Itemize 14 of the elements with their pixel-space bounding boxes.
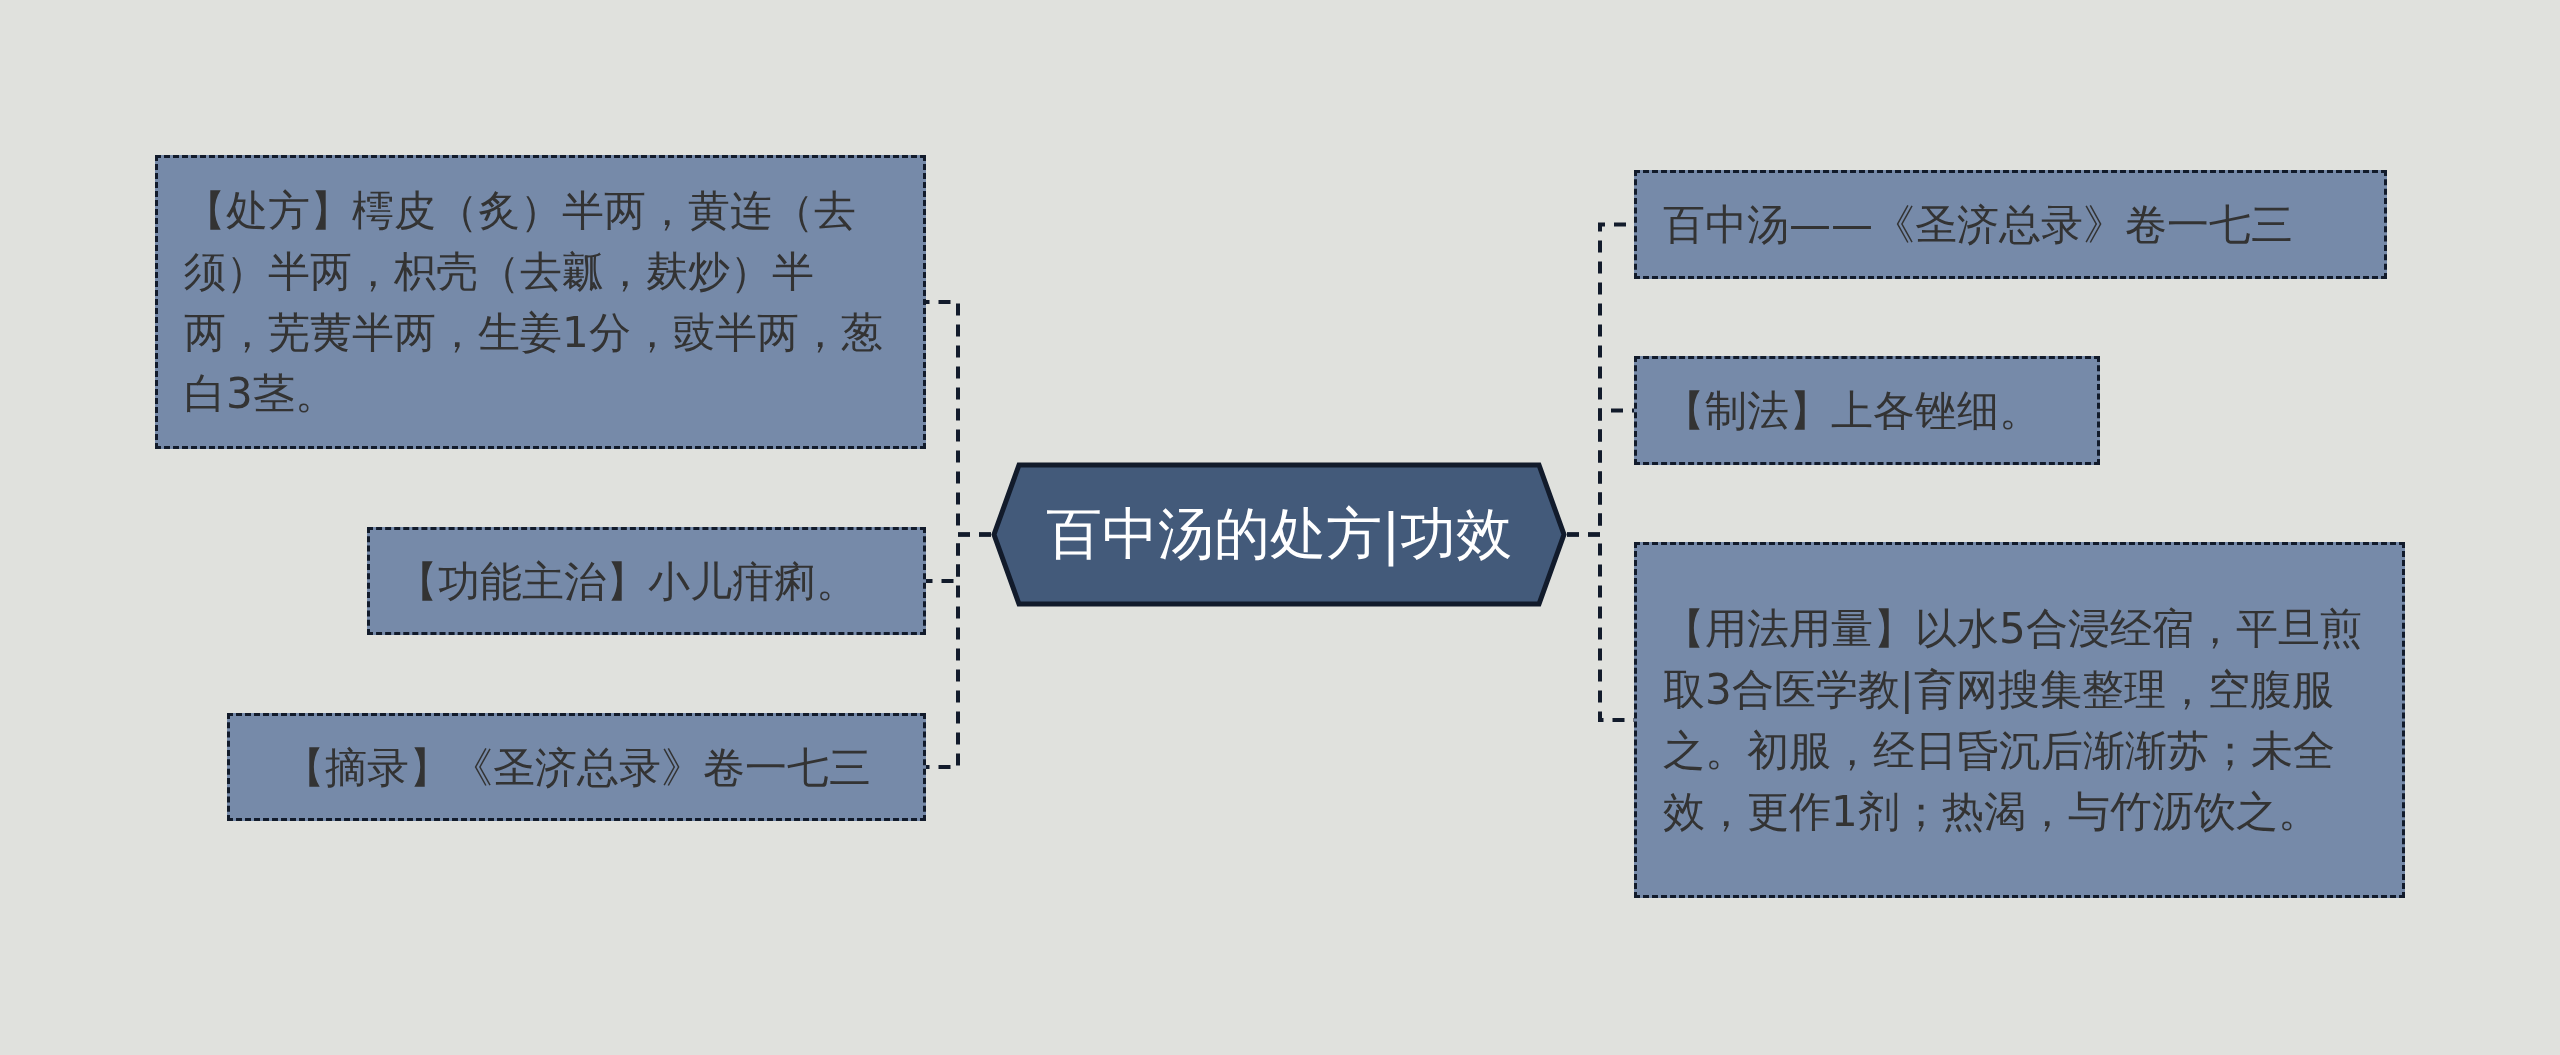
topic-title: 百中汤的处方|功效 — [1045, 499, 1513, 569]
topic-text: 【制法】上各锉细。 — [1663, 385, 2041, 437]
topic-box — [1634, 356, 2100, 465]
topic-text: 百中汤——《圣济总录》卷一七三 — [1663, 199, 2293, 251]
topic-box — [1634, 170, 2387, 279]
topic-box — [1634, 542, 2405, 898]
topic-text: 【功能主治】小儿疳痢。 — [396, 555, 858, 608]
connector-line — [926, 532, 991, 769]
topic-box — [227, 713, 926, 821]
topic-box — [367, 527, 926, 635]
topic-text: 【摘录】《圣济总录》卷一七三 — [282, 741, 871, 794]
topic-text: 【用法用量】以水5合浸经宿，平旦煎取3合医学教|育网搜集整理，空腹服之。初服，经日昏沉后渐渐苏；未全效，更作1剂；热渴，与竹沥饮之。 — [1663, 603, 2363, 838]
topic-text: 【处方】樗皮（炙）半两，黄连（去须）半两，枳壳（去瓤，麸炒）半两，芜荑半两，生姜1分，豉半两，葱白3茎。 — [184, 185, 884, 420]
topic-box — [155, 155, 926, 449]
